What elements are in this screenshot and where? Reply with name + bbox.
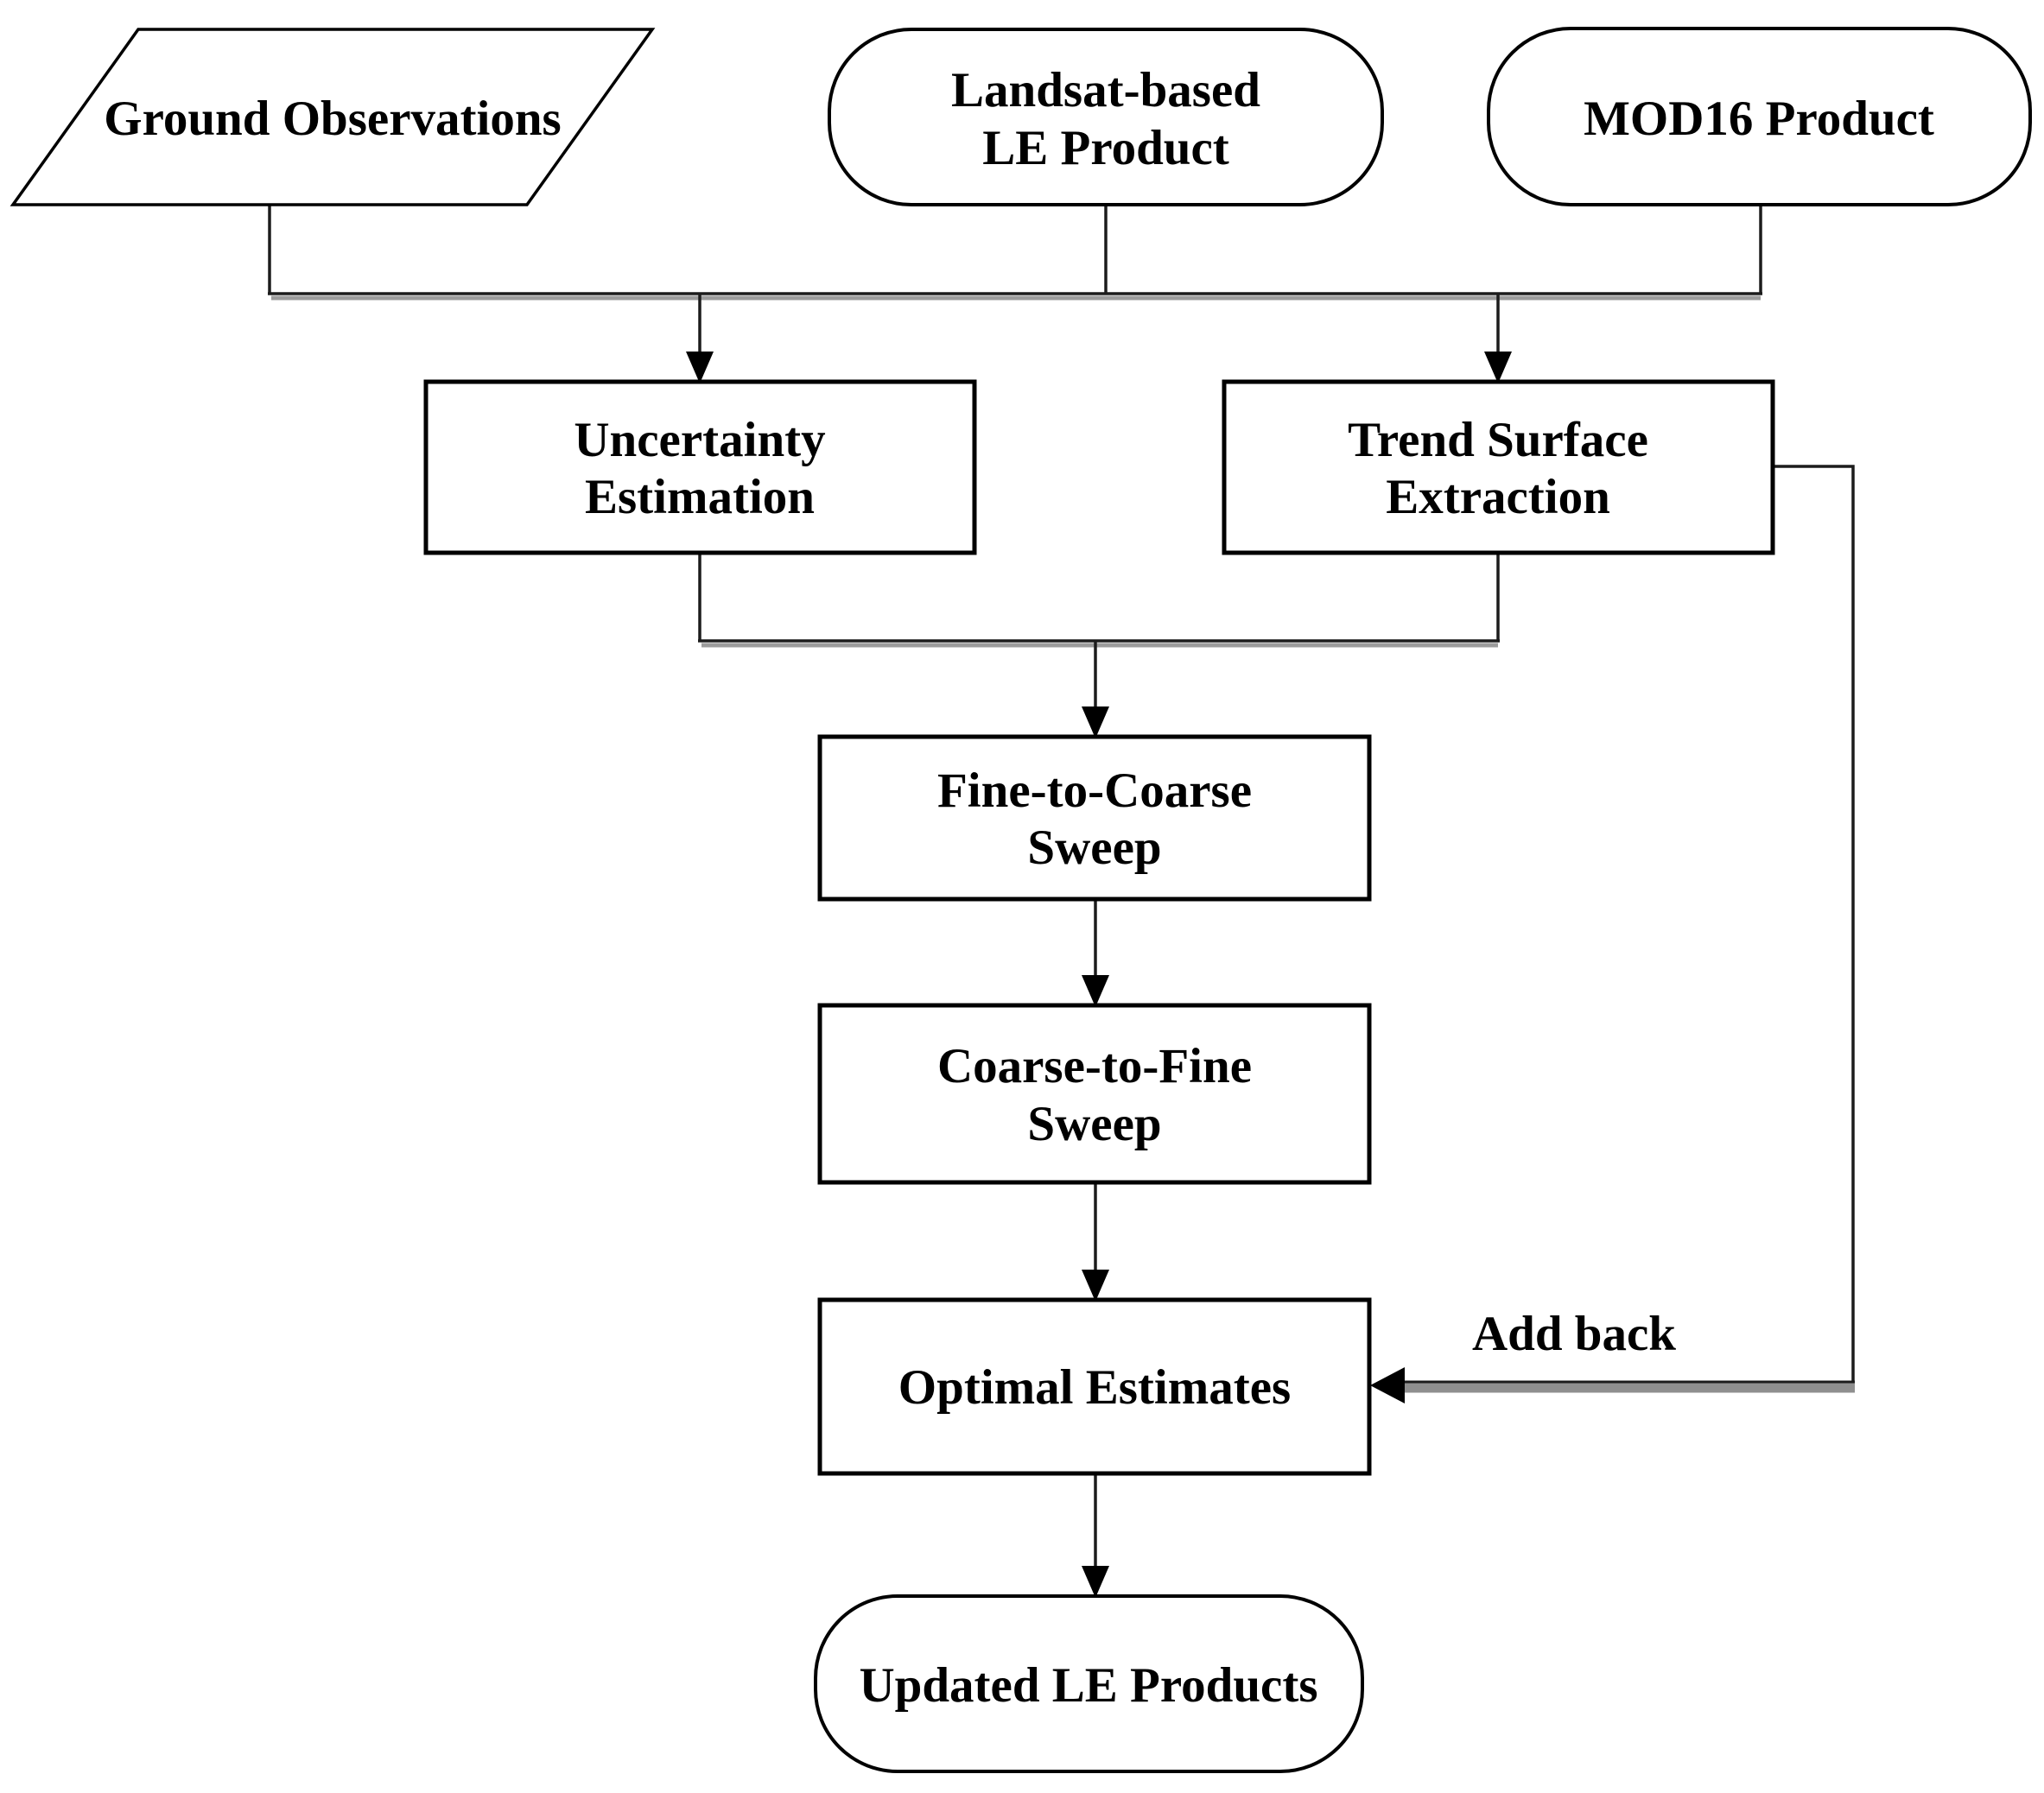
node-mod16-product: MOD16 Product xyxy=(1487,27,2032,206)
stadium-shape xyxy=(814,1594,1364,1773)
node-fine-to-coarse-sweep: Fine-to-Coarse Sweep xyxy=(817,734,1372,902)
node-label-line2: Sweep xyxy=(1027,820,1161,875)
node-label-line2: Estimation xyxy=(585,470,815,524)
arrowhead-into-fine-to-coarse xyxy=(1082,706,1109,738)
node-label: MOD16 Product xyxy=(1584,92,1934,146)
arrowhead-into-trend xyxy=(1484,352,1512,383)
arrowhead-add-back xyxy=(1370,1367,1405,1403)
node-ground-observations: Ground Observations xyxy=(10,28,656,206)
node-label-line2: LE Product xyxy=(982,121,1229,175)
add-back-label: Add back xyxy=(1472,1307,1676,1361)
process-shape xyxy=(817,734,1372,902)
arrowhead-into-coarse-to-fine xyxy=(1082,975,1109,1007)
node-label-line1: Fine-to-Coarse xyxy=(937,763,1252,818)
node-uncertainty-estimation: Uncertainty Estimation xyxy=(423,379,977,555)
node-label: Updated LE Products xyxy=(859,1658,1317,1713)
arrowhead-into-updated xyxy=(1082,1566,1109,1598)
process-shape xyxy=(817,1297,1372,1476)
node-label-line1: Trend Surface xyxy=(1348,413,1648,467)
node-label: Ground Observations xyxy=(104,92,561,146)
process-shape xyxy=(817,1003,1372,1185)
stadium-shape xyxy=(828,28,1384,206)
node-trend-surface-extraction: Trend Surface Extraction xyxy=(1222,379,1775,555)
node-optimal-estimates: Optimal Estimates xyxy=(817,1297,1372,1476)
node-label: Optimal Estimates xyxy=(898,1360,1291,1415)
node-label-line1: Coarse-to-Fine xyxy=(937,1039,1252,1093)
stadium-shape xyxy=(1487,27,2032,206)
node-coarse-to-fine-sweep: Coarse-to-Fine Sweep xyxy=(817,1003,1372,1185)
node-label-line2: Sweep xyxy=(1027,1097,1161,1151)
parallelogram-shape xyxy=(10,28,656,206)
node-label-line2: Extraction xyxy=(1386,470,1610,524)
connectors xyxy=(268,205,1855,1598)
process-shape xyxy=(1222,379,1775,555)
process-shape xyxy=(423,379,977,555)
arrowhead-into-uncertainty xyxy=(686,352,714,383)
node-updated-le-products: Updated LE Products xyxy=(814,1594,1364,1773)
arrowhead-into-optimal xyxy=(1082,1270,1109,1302)
node-label-line1: Landsat-based xyxy=(951,63,1260,117)
node-landsat-le-product: Landsat-based LE Product xyxy=(828,28,1384,206)
node-label-line1: Uncertainty xyxy=(574,413,825,467)
edge-add-back-path xyxy=(1773,465,1855,1388)
